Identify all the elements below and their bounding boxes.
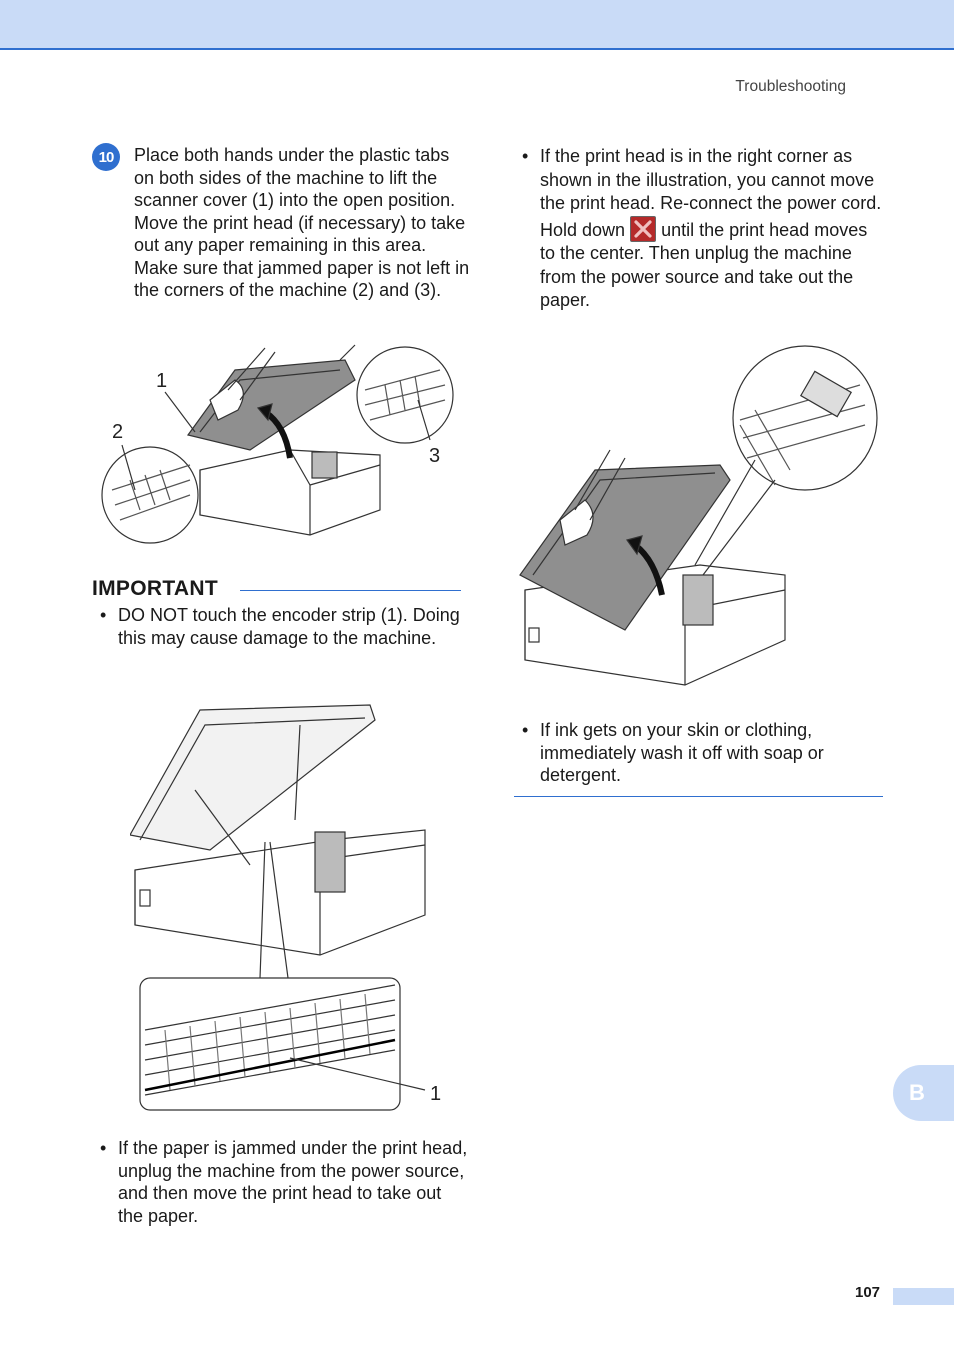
appendix-tab: B (893, 1065, 954, 1121)
bullet-text: DO NOT touch the encoder strip (1). Doin… (118, 605, 460, 648)
important-end-rule (514, 796, 883, 797)
bullet-text-part2: until the print head moves to the center… (540, 219, 868, 311)
bullet-text-part1: If the print head is in the right corner… (540, 146, 882, 240)
bullet-dot: • (522, 720, 529, 740)
callout-2: 2 (112, 421, 123, 443)
page-number-bar (893, 1288, 954, 1305)
stop-exit-icon (630, 215, 657, 242)
important-heading: IMPORTANT (92, 577, 218, 600)
bullet-text: If ink gets on your skin or clothing, im… (540, 720, 824, 785)
page-number: 107 (855, 1284, 881, 1301)
important-bullet-2: • If the paper is jammed under the print… (100, 1137, 468, 1227)
callout-3: 3 (429, 445, 440, 467)
figure-encoder-strip: 1 (130, 704, 441, 1111)
figure-print-head-right-corner (519, 345, 878, 686)
figure-lift-scanner-cover: 1 2 3 (101, 344, 454, 544)
running-header: Troubleshooting (735, 78, 846, 95)
top-banner (0, 0, 954, 50)
bullet-text: If the paper is jammed under the print h… (118, 1138, 468, 1226)
right-bullet-1: • If the print head is in the right corn… (522, 145, 885, 313)
right-bullet-2: • If ink gets on your skin or clothing, … (522, 719, 885, 787)
step-number-badge: 10 (92, 143, 120, 171)
important-bullet-1: • DO NOT touch the encoder strip (1). Do… (100, 604, 463, 649)
encoder-callout-1: 1 (430, 1083, 441, 1105)
callout-1: 1 (156, 370, 167, 392)
important-rule (240, 590, 461, 591)
bullet-dot: • (100, 1138, 107, 1158)
step-instruction: Place both hands under the plastic tabs … (134, 145, 470, 300)
bullet-dot: • (522, 146, 529, 166)
bullet-dot: • (100, 605, 107, 625)
